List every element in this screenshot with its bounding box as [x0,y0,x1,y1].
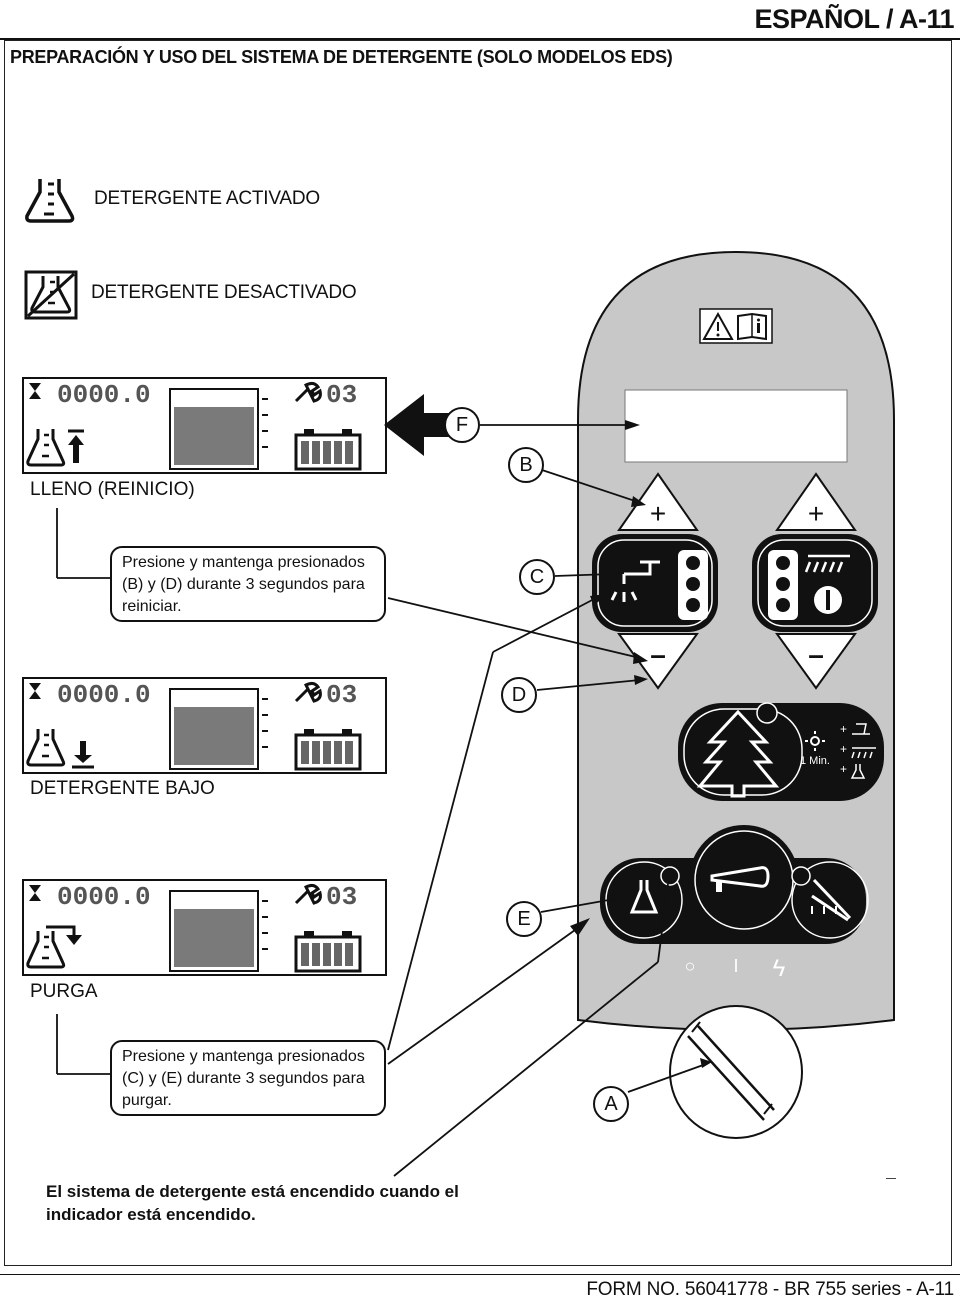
wrench-icon [294,883,322,905]
horn-button [710,866,770,892]
service-readout: 03 [326,680,357,710]
svg-text:+: + [840,742,847,756]
svg-text:+: + [840,762,847,776]
lcd-screen-low: 0000.0 03 [22,677,387,774]
purge-line-1: Presione y mantenga presionados [122,1048,365,1065]
purge-line-3: purgar. [122,1092,172,1109]
language-page-header: ESPAÑOL / A-11 [754,4,954,34]
battery-icon [294,931,362,973]
faucet-icon [610,560,660,602]
reset-line-3: reiniciar. [122,598,182,615]
service-readout: 03 [326,882,357,912]
section-title: PREPARACIÓN Y USO DEL SISTEMA DE DETERGE… [10,47,673,67]
detergent-full-icon [26,429,84,467]
wrench-icon [294,681,322,703]
tree-icon [696,709,780,798]
detergent-off-label: DETERGENTE DESACTIVADO [91,282,357,303]
reset-instruction-bubble: Presione y mantenga presionados (B) y (D… [110,546,386,622]
svg-text:○: ○ [685,956,696,976]
display-pointer-arrow [384,394,452,456]
callout-c: C [519,559,555,595]
lcd-screen-purge: 0000.0 03 [22,879,387,976]
svg-text:ϟ: ϟ [773,955,786,982]
reset-line-2: (B) y (D) durante 3 segundos para [122,576,365,593]
detergent-off-icon [24,270,78,320]
hourglass-icon [29,885,41,901]
hourglass-icon [29,383,41,399]
detergent-indicator-light [660,866,680,886]
full-reset-label: LLENO (REINICIO) [30,479,195,500]
brush-minus-sign: – [808,639,824,670]
brush-minus-button [775,633,857,690]
callout-f: F [444,407,480,443]
reset-line-1: Presione y mantenga presionados [122,554,365,571]
detergent-low-icon [26,729,94,769]
detergent-on-icon [25,179,75,223]
hours-readout: 0000.0 [57,680,151,710]
eco-mode-button: 1 Min. + + + [678,702,884,801]
brush-icon [804,554,850,573]
callout-b: B [508,447,544,483]
svg-text:I: I [733,956,738,976]
brush-plus-sign: + [808,498,824,529]
callout-d: D [501,677,537,713]
warning-manual-icon [699,308,773,344]
display-window [624,389,848,463]
footer-form-number: FORM NO. 56041778 - BR 755 series - A-11 [586,1279,954,1300]
hours-readout: 0000.0 [57,380,151,410]
content-frame [4,40,952,1266]
purge-instruction-bubble: Presione y mantenga presionados (C) y (E… [110,1040,386,1116]
callout-a: A [593,1086,629,1122]
sun-icon [805,731,825,751]
callout-e: E [506,901,542,937]
detergent-on-label: DETERGENTE ACTIVADO [94,188,320,209]
hourglass-icon [29,683,41,699]
hours-readout: 0000.0 [57,882,151,912]
detergent-purge-icon [26,925,82,969]
arrow-heads [570,420,712,1068]
indicator-note: El sistema de detergente está encendido … [46,1180,459,1226]
solution-plus-sign: + [650,498,666,529]
purge-label: PURGA [30,981,98,1002]
brush-pressure-control-pod [752,472,878,690]
low-detergent-label: DETERGENTE BAJO [30,778,215,799]
key-switch-marks: ○ I ϟ [685,955,786,982]
solution-minus-sign: – [650,639,666,670]
note-line-2: indicador está encendido. [46,1205,256,1224]
leader-lines [56,424,707,1177]
key-switch [669,1005,803,1139]
service-readout: 03 [326,380,357,410]
margin-mark [886,1178,896,1179]
battery-icon [294,729,362,771]
wrench-icon [294,381,322,403]
vacuum-button [791,861,869,939]
header-rule [0,38,960,40]
purge-line-2: (C) y (E) durante 3 segundos para [122,1070,365,1087]
brush-plus-button [775,472,857,531]
solution-control-pod [592,472,718,690]
timer-label: 1 Min. [800,755,830,767]
horn-icon [710,866,770,888]
svg-text:+: + [840,722,847,736]
battery-icon [294,429,362,471]
bottom-button-group [600,825,869,944]
note-line-1: El sistema de detergente está encendido … [46,1182,459,1201]
footer-rule [0,1274,960,1275]
